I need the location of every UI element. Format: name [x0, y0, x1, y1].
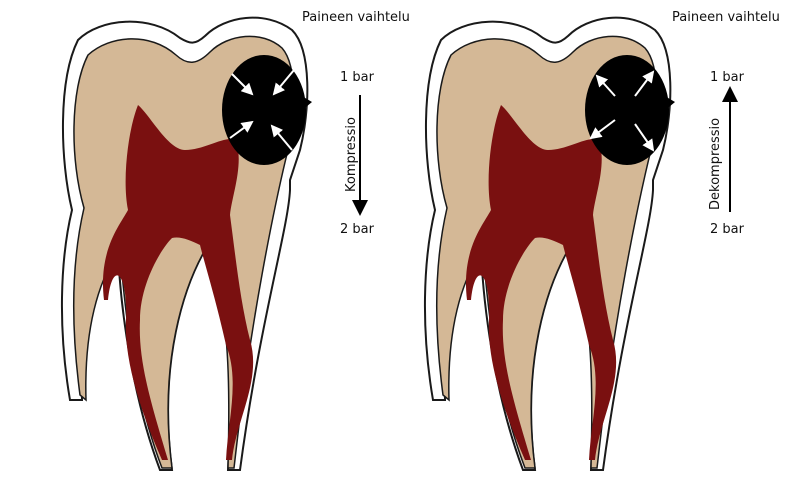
title-left: Paineen vaihtelu — [302, 10, 410, 25]
cavity-right — [585, 55, 669, 165]
title-right: Paineen vaihtelu — [672, 10, 780, 25]
tooth-right — [425, 18, 675, 470]
top-pressure-right: 1 bar — [710, 70, 744, 85]
process-label-right: Dekompressio — [708, 118, 723, 210]
process-label-left: Kompressio — [344, 117, 359, 192]
top-pressure-left: 1 bar — [340, 70, 374, 85]
bottom-pressure-left: 2 bar — [340, 222, 374, 237]
tooth-left — [62, 18, 312, 470]
bottom-pressure-right: 2 bar — [710, 222, 744, 237]
